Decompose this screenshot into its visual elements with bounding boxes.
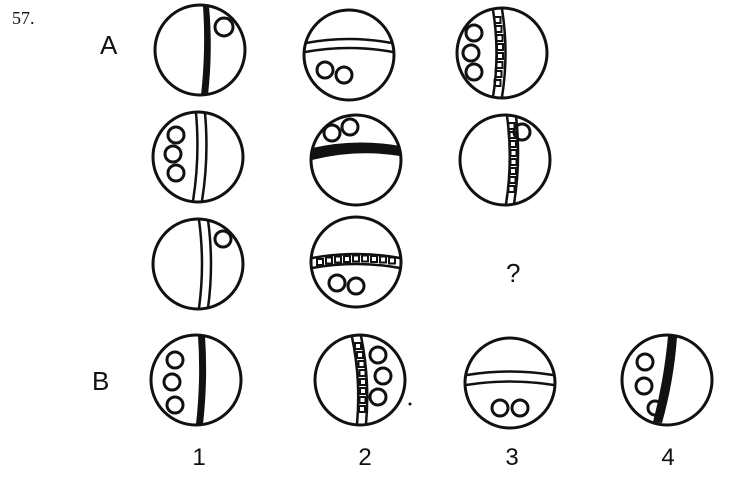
question-number: 57.: [12, 8, 35, 29]
matrix-cell-2-1: [153, 112, 243, 202]
option-figure-2[interactable]: [315, 335, 412, 425]
option-number-1[interactable]: 1: [184, 444, 214, 472]
option-number-2[interactable]: 2: [350, 444, 380, 472]
option-figure-4[interactable]: [622, 335, 712, 425]
option-figure-3[interactable]: [465, 338, 555, 428]
option-number-4[interactable]: 4: [653, 444, 683, 472]
matrix-cell-3-1: [153, 219, 243, 309]
section-b-label: B: [92, 366, 109, 397]
thick-bar: [201, 6, 211, 95]
small-ring: [215, 18, 233, 36]
option-number-3[interactable]: 3: [497, 444, 527, 472]
option-figure-1[interactable]: [151, 335, 241, 425]
section-a-label: A: [100, 30, 117, 61]
matrix-cell-3-2: [311, 217, 401, 307]
matrix-cell-2-3: [460, 115, 550, 205]
missing-cell-question-mark: ?: [506, 258, 520, 289]
matrix-cell-1-2: [304, 10, 394, 100]
matrix-cell-1-3: [457, 8, 547, 98]
matrix-cell-2-2: [311, 115, 401, 205]
matrix-cell-1-1: [155, 5, 245, 95]
